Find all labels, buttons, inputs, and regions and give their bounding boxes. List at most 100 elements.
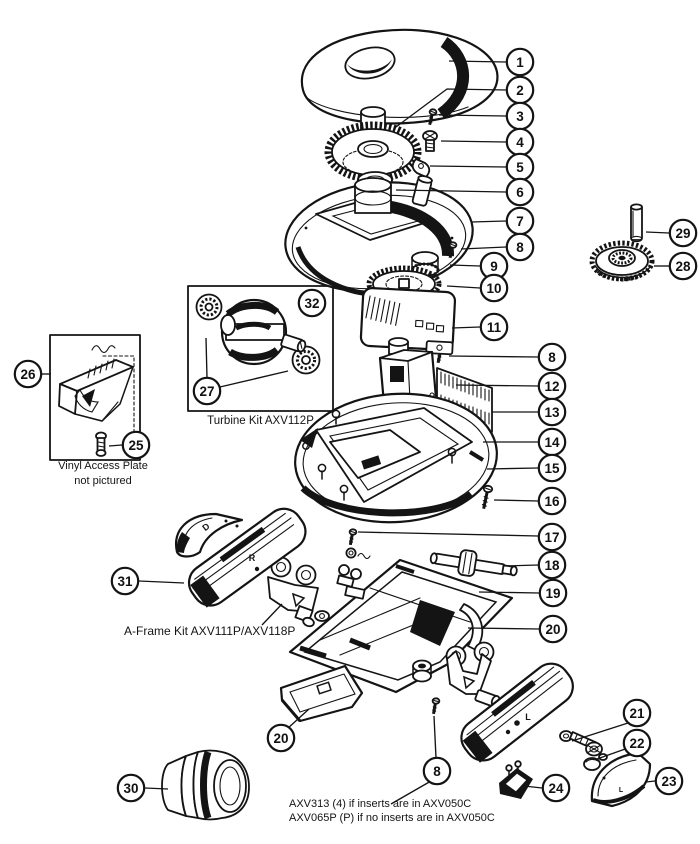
svg-text:11: 11 — [487, 320, 502, 335]
svg-text:20: 20 — [273, 731, 288, 746]
svg-text:8: 8 — [433, 764, 441, 779]
part-shoe-l — [460, 662, 574, 763]
svg-text:8: 8 — [548, 350, 556, 365]
part-5-clip — [411, 158, 431, 178]
leader-line — [503, 564, 539, 567]
part-30-cone-fitting — [161, 749, 250, 821]
part-21-screw-assembly — [559, 730, 608, 761]
leader-line — [455, 384, 539, 387]
part-4-bolt — [422, 130, 438, 152]
leader-line — [645, 780, 656, 783]
part-17-screw-washer — [345, 527, 359, 559]
callout-2: 2 — [505, 75, 535, 105]
svg-text:1: 1 — [516, 55, 524, 70]
callout-22: 22 — [622, 728, 652, 758]
part-wishbone — [445, 641, 501, 708]
callout-8: 8 — [505, 232, 535, 262]
leader-line — [493, 499, 539, 502]
leader-line — [596, 747, 629, 760]
callout-10: 10 — [479, 273, 509, 303]
svg-text:10: 10 — [486, 281, 501, 296]
svg-text:32: 32 — [304, 296, 319, 311]
callout-25: 25 — [121, 430, 151, 460]
svg-text:15: 15 — [544, 461, 560, 476]
svg-text:3: 3 — [516, 109, 524, 124]
leader-line — [523, 785, 543, 789]
svg-text:21: 21 — [629, 706, 645, 721]
vinyl-caption-line1: Vinyl Access Plate — [58, 460, 148, 472]
svg-text:5: 5 — [516, 160, 524, 175]
part-29-pin — [630, 203, 643, 243]
callout-6: 6 — [505, 177, 535, 207]
svg-text:2: 2 — [516, 83, 524, 98]
vinyl-caption-line2: not pictured — [74, 475, 132, 487]
callout-24: 24 — [541, 773, 571, 803]
callout-13: 13 — [537, 397, 567, 427]
svg-text:28: 28 — [675, 259, 691, 274]
leader-line — [357, 531, 539, 537]
part-16-screw — [480, 483, 494, 511]
svg-text:13: 13 — [544, 405, 560, 420]
leader-line — [429, 165, 507, 168]
note-line2: AXV065P (P) if no inserts are in AXV050C — [289, 812, 495, 824]
svg-text:22: 22 — [629, 736, 644, 751]
svg-text:23: 23 — [661, 774, 677, 789]
leader-line — [286, 708, 310, 730]
part-1-top-cover — [300, 28, 499, 125]
svg-text:29: 29 — [675, 226, 690, 241]
leader-line — [261, 603, 283, 626]
svg-text:31: 31 — [117, 574, 133, 589]
svg-text:19: 19 — [545, 586, 560, 601]
leader-line — [433, 715, 437, 759]
svg-text:16: 16 — [544, 494, 560, 509]
part-flap-d — [175, 512, 244, 558]
callout-1: 1 — [505, 47, 535, 77]
note-line1: AXV313 (4) if inserts are in AXV050C — [289, 798, 472, 810]
flap-d-marking: D — [200, 521, 212, 533]
callout-20: 20 — [538, 614, 568, 644]
svg-text:9: 9 — [490, 259, 498, 274]
leader-line — [645, 231, 670, 234]
callout-7: 7 — [505, 206, 535, 236]
callout-28: 28 — [668, 251, 698, 281]
callout-4: 4 — [505, 127, 535, 157]
leader-line — [144, 787, 169, 790]
leader-line — [478, 591, 540, 594]
leader-line — [438, 114, 507, 117]
callout-23: 23 — [654, 766, 684, 796]
shoe-r-marking: R — [249, 553, 256, 563]
callout-3: 3 — [505, 101, 535, 131]
callout-19: 19 — [538, 578, 568, 608]
callout-26: 26 — [13, 359, 43, 389]
leader-line — [460, 246, 507, 250]
leader-line — [571, 722, 629, 742]
leader-line — [467, 627, 540, 630]
callout-32: 32 — [297, 288, 327, 318]
svg-text:14: 14 — [544, 435, 560, 450]
svg-text:7: 7 — [516, 214, 524, 229]
callout-16: 16 — [537, 486, 567, 516]
svg-text:20: 20 — [545, 622, 560, 637]
callout-20: 20 — [266, 723, 296, 753]
leader-line — [451, 326, 481, 329]
leader-line — [448, 355, 539, 358]
part-22-cap — [583, 757, 601, 771]
leader-line — [486, 467, 539, 470]
leader-line — [395, 88, 508, 128]
callout-5: 5 — [505, 152, 535, 182]
part-18-axle — [429, 549, 518, 577]
leader-line — [108, 444, 123, 447]
turbine-kit-caption: Turbine Kit AXV112P — [207, 415, 314, 427]
callout-15: 15 — [537, 453, 567, 483]
part-31-shoe-r — [187, 507, 307, 608]
leader-line — [219, 370, 289, 388]
part-a-frame-bracket — [267, 556, 319, 628]
svg-text:27: 27 — [199, 384, 214, 399]
part-20-skirt — [279, 664, 364, 723]
svg-text:17: 17 — [544, 530, 559, 545]
leader-line — [395, 189, 507, 193]
leader-line — [440, 140, 507, 143]
leader-line — [390, 780, 432, 805]
